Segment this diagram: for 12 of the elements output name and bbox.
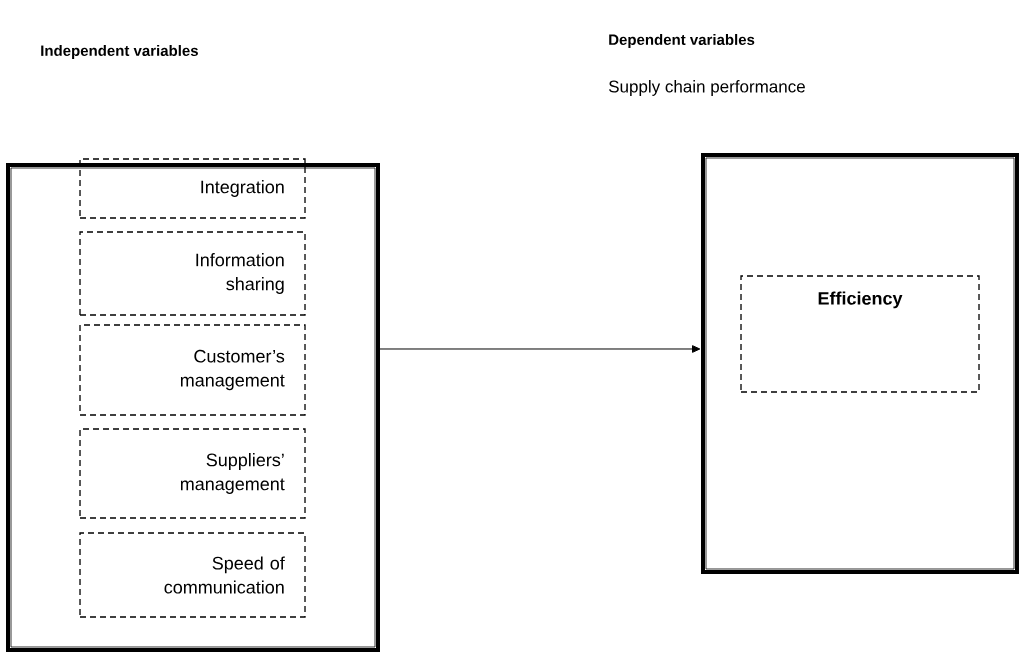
variable-frame — [701, 153, 1019, 574]
variable-frame — [6, 163, 380, 652]
variable-box: Information sharing — [79, 231, 306, 316]
variable-box: Speed of communication — [79, 532, 306, 618]
variable-box: Customer’s management — [79, 324, 306, 416]
variable-box: Efficiency — [740, 275, 980, 393]
subheading: Supply chain performance — [609, 80, 805, 96]
variable-box: Integration — [79, 158, 306, 219]
variable-box: Suppliers’ management — [79, 428, 306, 519]
heading: Independent variables — [41, 45, 198, 59]
heading: Dependent variables — [609, 34, 755, 48]
arrow — [379, 345, 701, 353]
